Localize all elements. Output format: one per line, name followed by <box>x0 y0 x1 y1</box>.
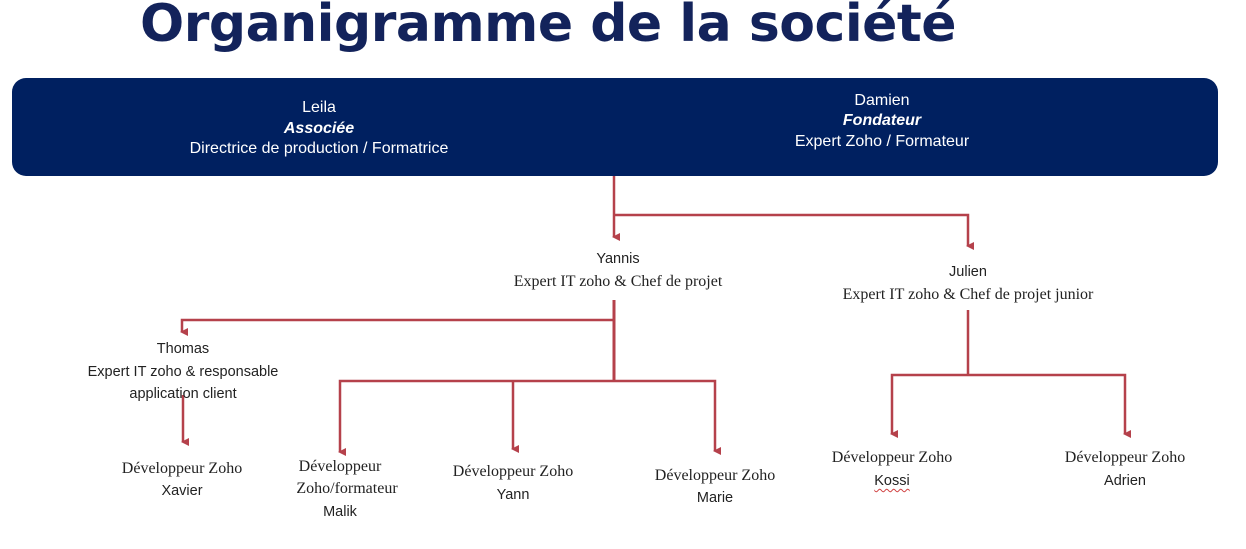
dev-name-xavier: Xavier <box>161 483 203 499</box>
leader-name-leila: Leila <box>302 99 336 116</box>
connector-to-thomas <box>180 318 614 336</box>
dev-name-marie: Marie <box>696 490 734 506</box>
dev-name-adrien: Adrien <box>1104 473 1146 489</box>
manager-name-julien: Julien <box>949 264 987 280</box>
leader-role-damien: Fondateur <box>842 112 922 129</box>
manager-title-yannis: Expert IT zoho & Chef de projet <box>513 273 723 290</box>
connector-to-kossi <box>890 373 968 438</box>
manager-title-thomas-line1: Expert IT zoho & responsable <box>87 364 279 380</box>
dev-title-marie: Développeur Zoho <box>654 467 776 484</box>
manager-title-julien: Expert IT zoho & Chef de projet junior <box>842 286 1094 303</box>
leader-title-damien: Expert Zoho / Formateur <box>794 133 970 150</box>
connector-to-marie <box>614 379 721 455</box>
leader-name-damien: Damien <box>854 92 910 109</box>
connector-to-malik <box>338 379 614 456</box>
dev-title-kossi: Développeur Zoho <box>831 449 953 466</box>
dev-title-malik-line1: Développeur <box>298 458 382 475</box>
dev-title-xavier: Développeur Zoho <box>121 460 243 477</box>
dev-title-adrien: Développeur Zoho <box>1064 449 1186 466</box>
manager-name-thomas: Thomas <box>156 341 210 357</box>
connector-to-julien <box>614 213 974 250</box>
leadership-banner <box>12 78 1218 176</box>
manager-title-thomas-line2: application client <box>129 386 237 402</box>
dev-name-malik: Malik <box>323 504 357 520</box>
leader-title-leila: Directrice de production / Formatrice <box>189 140 449 157</box>
page-title: Organigramme de la société <box>140 0 957 54</box>
dev-name-kossi: Kossi <box>874 473 910 489</box>
connector-to-adrien <box>968 373 1131 438</box>
leader-role-leila: Associée <box>283 120 355 137</box>
dev-title-yann: Développeur Zoho <box>452 463 574 480</box>
dev-title-malik-line2: Zoho/formateur <box>296 480 398 497</box>
dev-name-yann: Yann <box>496 487 530 503</box>
manager-name-yannis: Yannis <box>596 251 640 267</box>
